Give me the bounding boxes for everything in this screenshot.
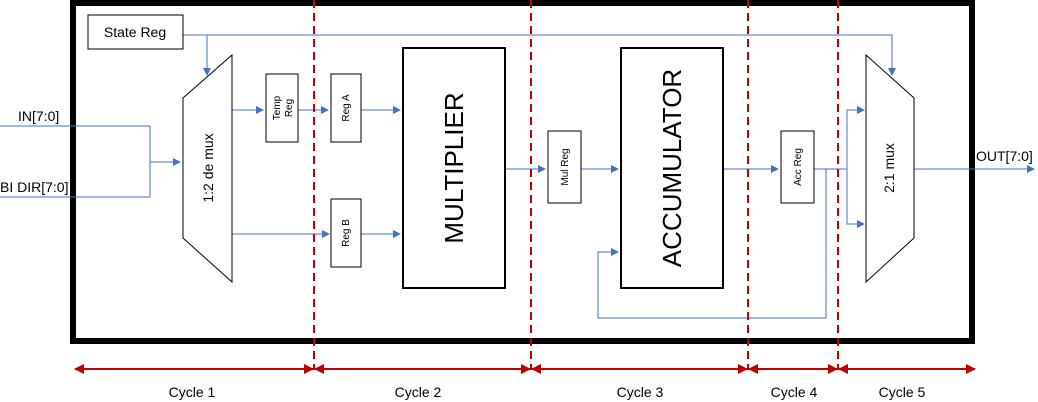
reg-a-label: Reg A xyxy=(341,94,352,122)
acc-reg-label: Acc Reg xyxy=(793,148,804,186)
reg-b-label: Reg B xyxy=(341,219,352,247)
state-reg-box xyxy=(87,14,184,50)
multiplier-label: MULTIPLIER xyxy=(439,92,469,243)
cycle-label-5: Cycle 5 xyxy=(879,384,926,400)
temp-reg-label-2: Reg xyxy=(284,99,295,117)
output-label: OUT[7:0] xyxy=(976,148,1033,164)
temp-reg-label-1: Temp xyxy=(272,95,283,120)
wires xyxy=(0,34,1035,319)
multiplier-box xyxy=(402,47,506,289)
reg-b-box xyxy=(330,198,362,268)
wire-state-mux xyxy=(207,34,896,76)
cycle-label-2: Cycle 2 xyxy=(395,384,442,400)
acc-reg-box xyxy=(780,130,815,204)
state-reg-label: State Reg xyxy=(104,24,166,40)
accumulator-box xyxy=(620,47,724,289)
demux-label: 1:2 de mux xyxy=(200,133,216,202)
system-frame xyxy=(70,0,975,344)
mul-reg-box xyxy=(547,130,582,204)
wire-accreg-mux-bottom xyxy=(846,169,865,228)
mux-shape xyxy=(865,53,915,284)
cycle-label-3: Cycle 3 xyxy=(617,384,664,400)
input-label-in: IN[7:0] xyxy=(18,108,59,124)
accumulator-label: ACCUMULATOR xyxy=(657,69,687,267)
reg-a-box xyxy=(330,73,362,143)
cycle-dividers xyxy=(313,0,839,370)
wire-accreg-mux-top xyxy=(826,106,865,170)
cycle-label-1: Cycle 1 xyxy=(169,384,216,400)
wire-in xyxy=(0,125,151,162)
input-label-bidir: BI DIR[7:0] xyxy=(0,179,68,195)
cycle-label-4: Cycle 4 xyxy=(771,384,818,400)
temp-reg-box xyxy=(265,73,299,143)
wire-accreg-feedback xyxy=(597,168,827,319)
wire-bidir xyxy=(0,162,151,198)
mul-reg-label: Mul Reg xyxy=(560,148,571,185)
wire-state-demux xyxy=(183,34,211,76)
demux-shape xyxy=(182,53,233,284)
mux-label: 2:1 mux xyxy=(881,143,897,193)
